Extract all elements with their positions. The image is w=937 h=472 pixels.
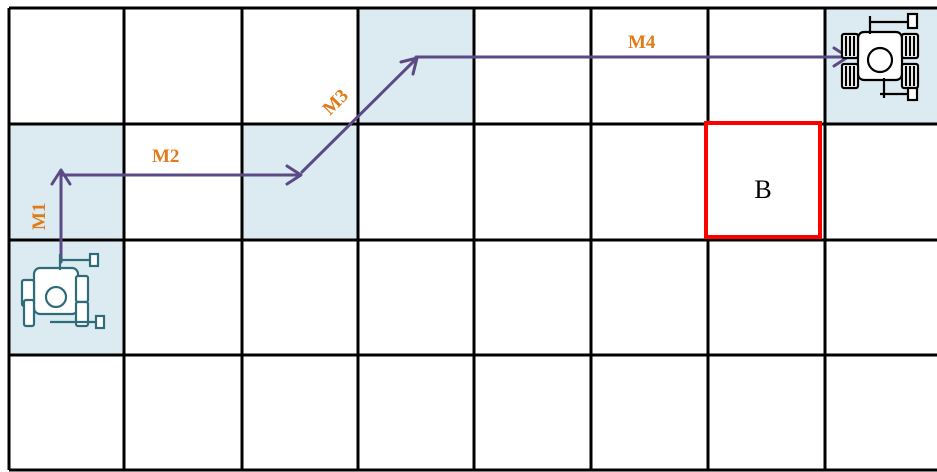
move-label-m1: M1 (29, 203, 50, 230)
move-label-m2: M2 (152, 146, 179, 167)
shaded-cell (242, 124, 358, 240)
target-box: B (706, 123, 820, 237)
shaded-cell (9, 124, 124, 240)
move-label-m3: M3 (319, 85, 353, 119)
move-label-m4: M4 (628, 32, 656, 53)
target-box-label: B (754, 175, 771, 204)
